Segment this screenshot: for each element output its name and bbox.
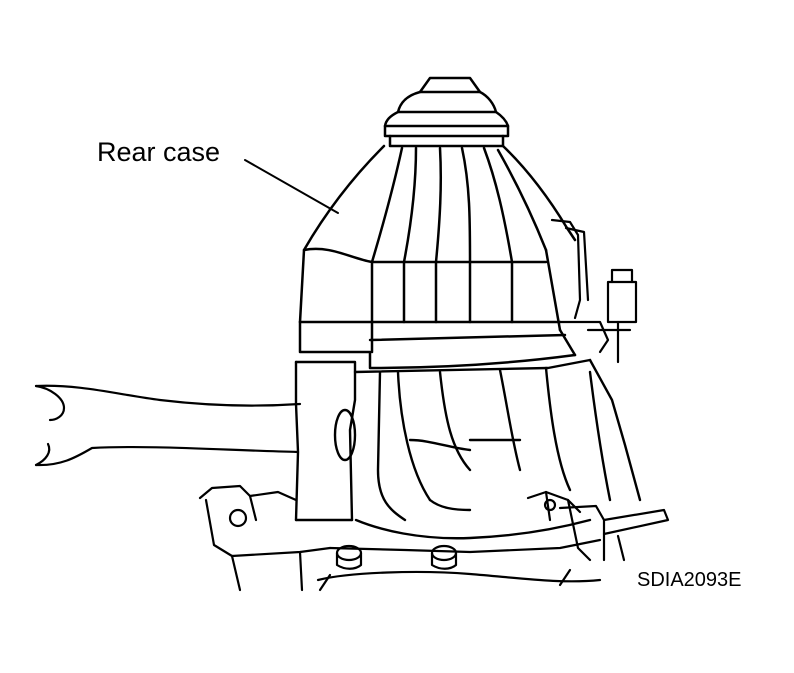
rear-case-callout-label: Rear case bbox=[97, 137, 221, 167]
callout-leader-line bbox=[244, 159, 339, 214]
right-lever bbox=[526, 490, 670, 562]
side-bracket bbox=[550, 218, 638, 364]
wrench-handle bbox=[34, 384, 302, 467]
lower-flange bbox=[198, 484, 602, 592]
figure-id: SDIA2093E bbox=[637, 569, 742, 591]
rear-case bbox=[298, 76, 577, 370]
front-case bbox=[294, 358, 642, 540]
bolt-2 bbox=[430, 544, 458, 562]
